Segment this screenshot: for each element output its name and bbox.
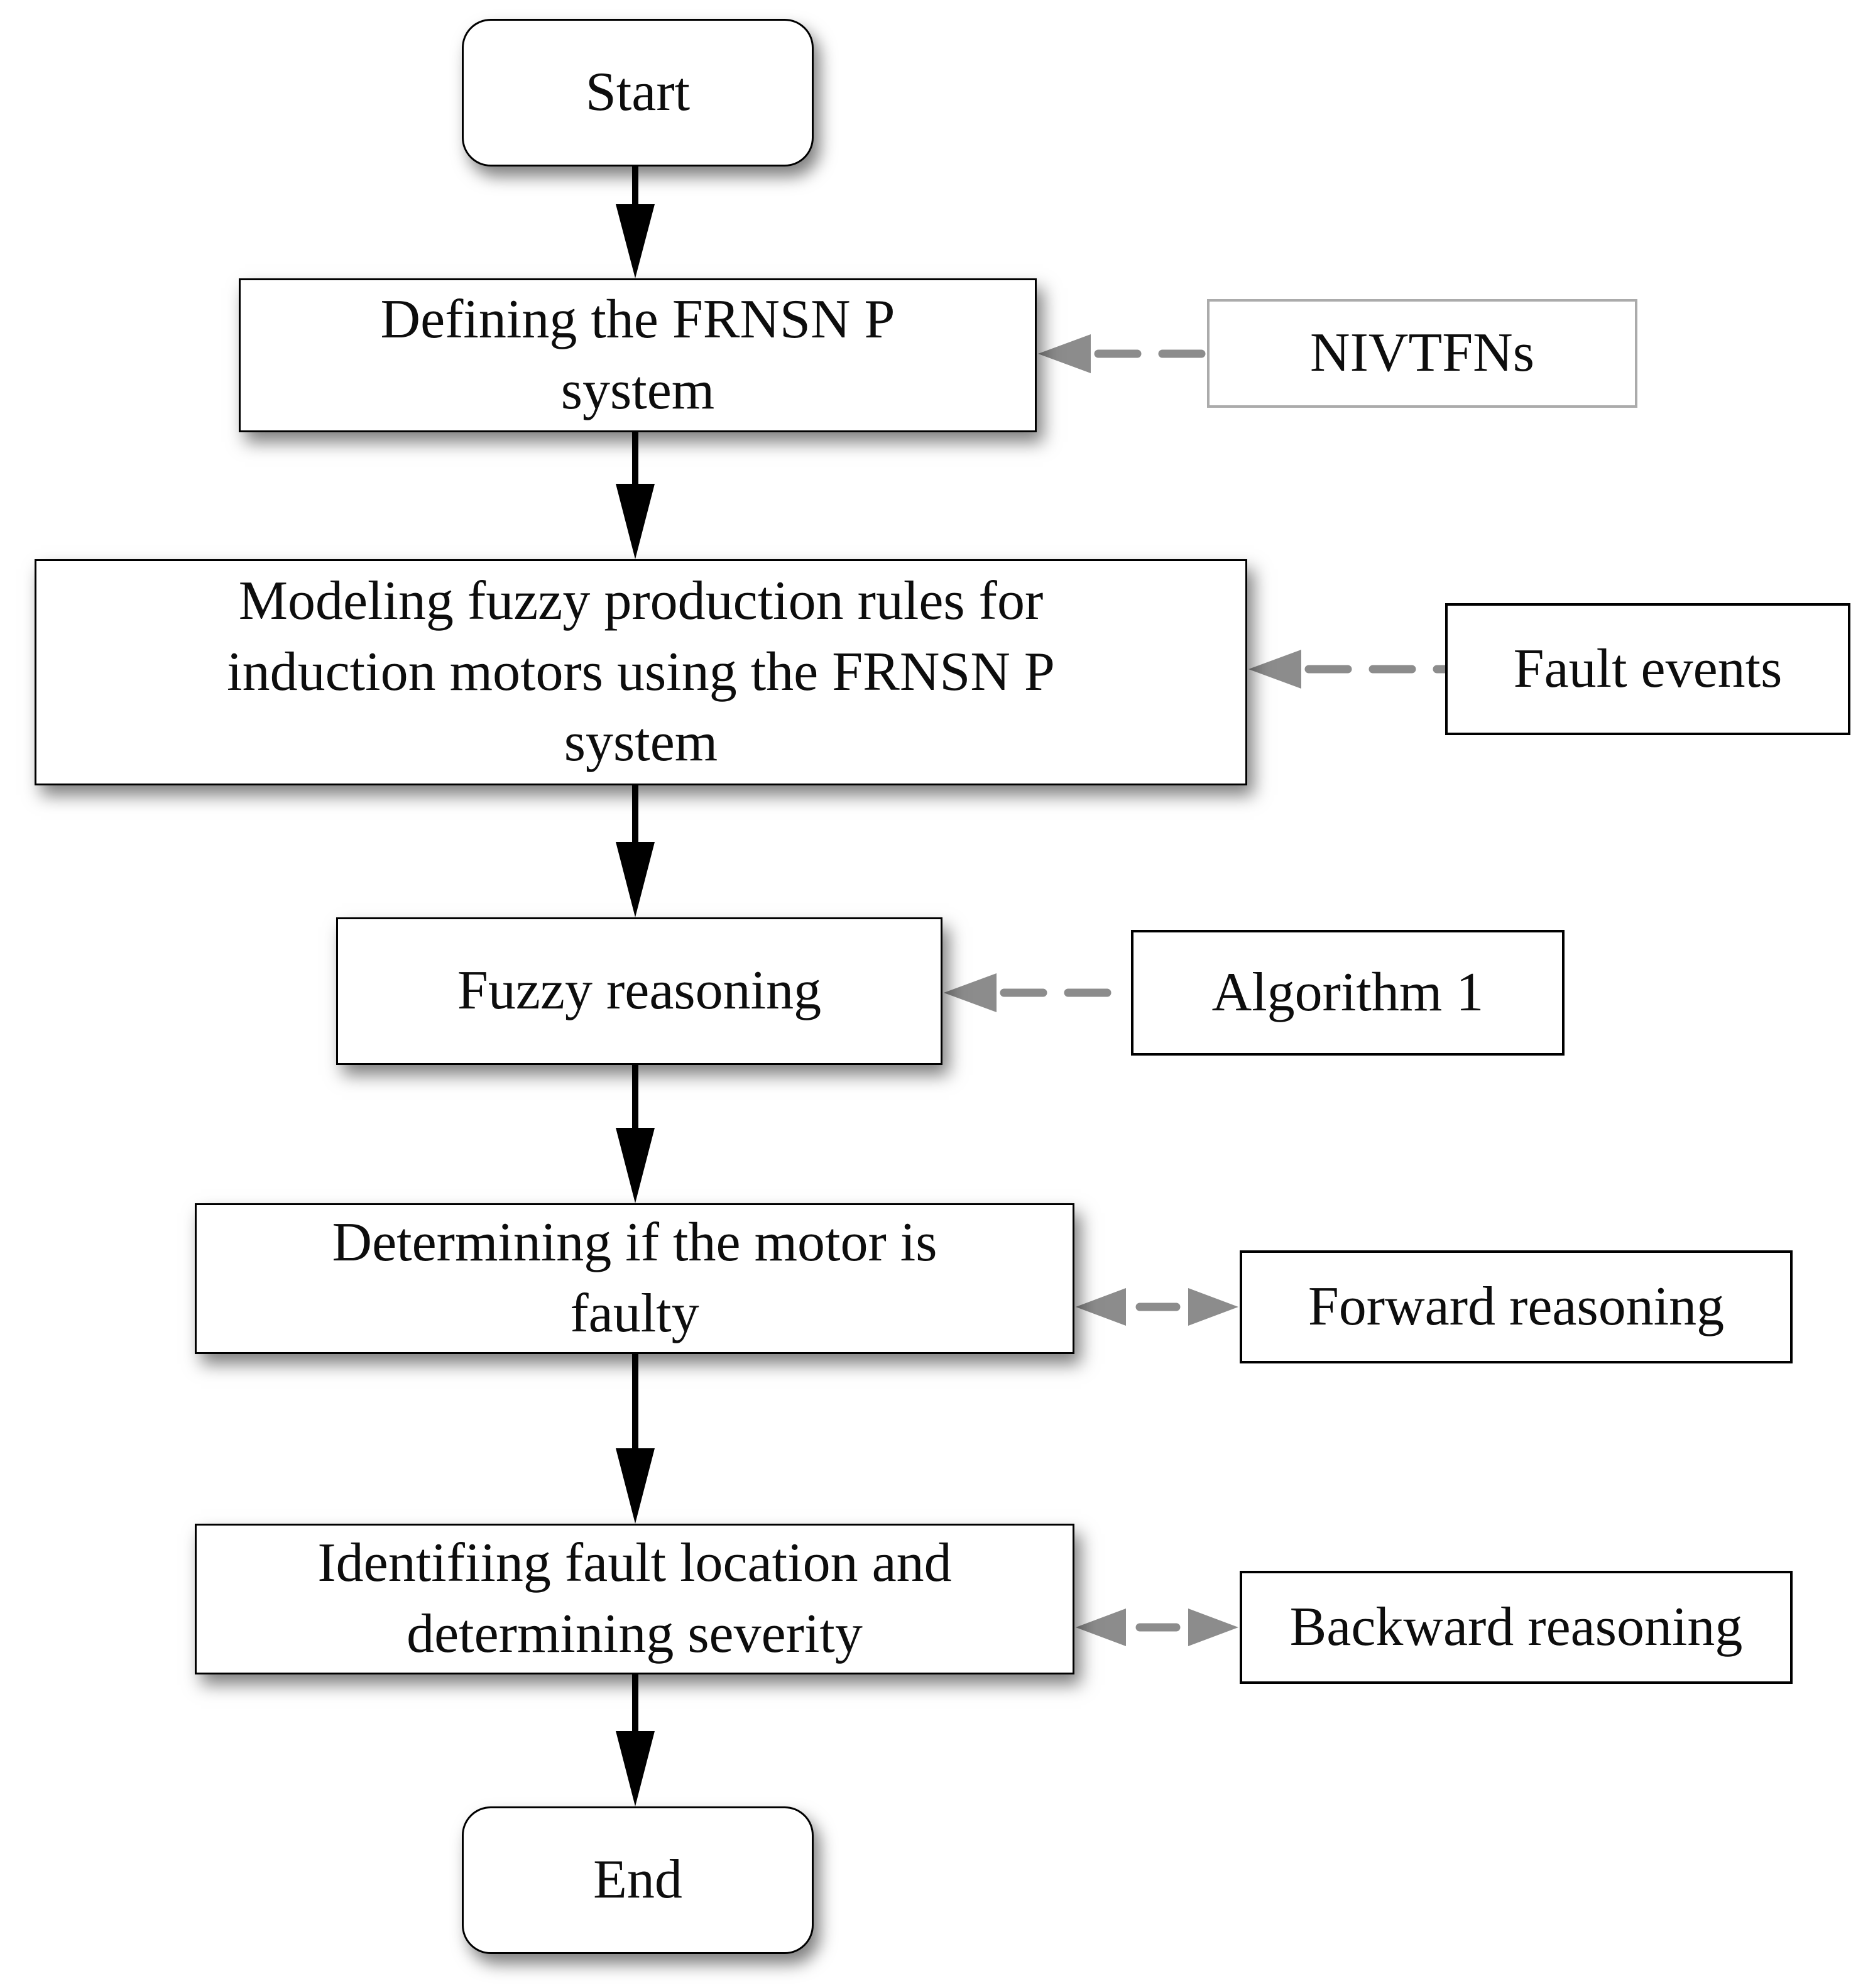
annotation-fault-events: Fault events [1445, 603, 1850, 735]
dashed-double-arrow-determining-forward [1076, 1288, 1238, 1326]
arrowhead-left-icon [1038, 334, 1091, 373]
process-determining-if-motor-faulty: Determining if the motor is faulty [195, 1203, 1074, 1354]
process-identifying-fault-location: Identifiing fault location and determini… [195, 1524, 1074, 1674]
dashed-arrow-fault-events-to-modeling [1248, 650, 1450, 689]
arrowhead-down-icon [616, 484, 655, 559]
dashed-double-arrow-identifying-backward [1076, 1608, 1238, 1646]
dashed-arrow-nivtfns-to-defining [1038, 334, 1211, 373]
arrowhead-down-icon [616, 1128, 655, 1203]
process-modeling-fuzzy-production-rules: Modeling fuzzy production rules for indu… [35, 559, 1247, 785]
flow-arrow-modeling-to-fuzzy [616, 781, 655, 917]
annotation-backward-reasoning: Backward reasoning [1240, 1571, 1793, 1684]
dashed-arrow-algorithm-1-to-fuzzy [944, 973, 1135, 1012]
annotation-forward-reasoning: Forward reasoning [1240, 1250, 1793, 1363]
arrowhead-down-icon [616, 842, 655, 917]
end-node: End [462, 1806, 814, 1954]
flow-arrow-start-to-defining [616, 162, 655, 278]
arrowhead-left-icon [1076, 1288, 1126, 1326]
flow-arrow-determining-to-identifying [616, 1350, 655, 1524]
annotation-algorithm-1: Algorithm 1 [1131, 930, 1565, 1056]
annotation-nivtfns: NIVTFNs [1207, 299, 1637, 408]
arrowhead-right-icon [1188, 1608, 1238, 1646]
arrowhead-left-icon [944, 973, 997, 1012]
flow-arrow-identifying-to-end [616, 1670, 655, 1806]
arrowhead-down-icon [616, 1448, 655, 1524]
arrowhead-left-icon [1248, 650, 1301, 689]
arrowhead-right-icon [1188, 1288, 1238, 1326]
arrowhead-down-icon [616, 1731, 655, 1806]
process-defining-frnsn-p-system: Defining the FRNSN P system [239, 278, 1037, 432]
start-node: Start [462, 19, 814, 167]
flow-arrow-fuzzy-to-determining [616, 1061, 655, 1203]
flow-arrow-defining-to-modeling [616, 428, 655, 559]
process-fuzzy-reasoning: Fuzzy reasoning [336, 917, 942, 1065]
arrowhead-left-icon [1076, 1608, 1126, 1646]
arrowhead-down-icon [616, 204, 655, 278]
